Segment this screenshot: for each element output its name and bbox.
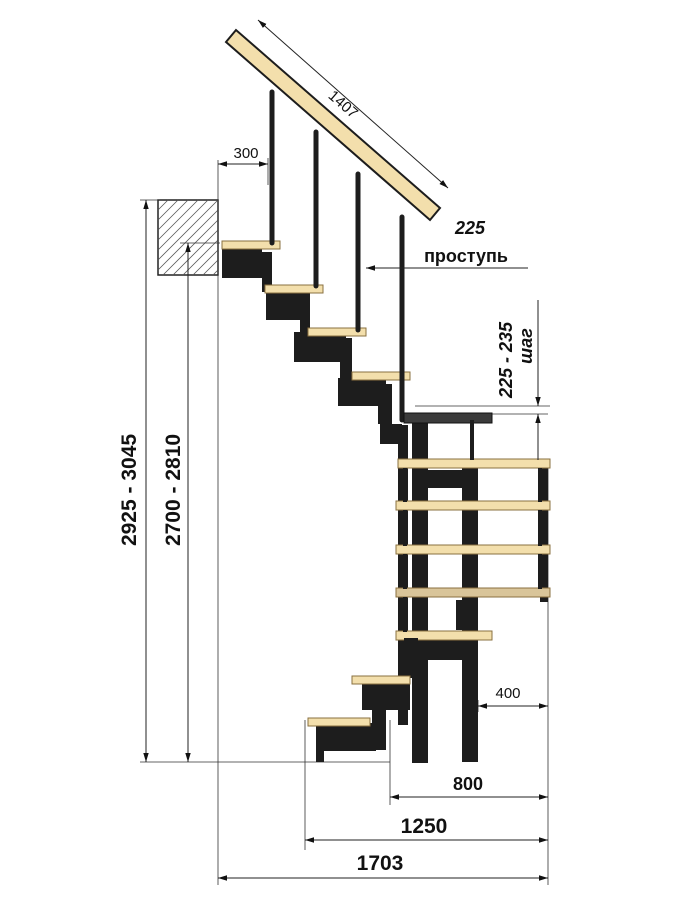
winder-balusters: [403, 420, 542, 632]
landing: [403, 412, 493, 424]
top-offset-label: 300: [233, 145, 258, 162]
tread: [307, 717, 371, 727]
hatch-line: [157, 199, 179, 221]
hatch-line: [157, 209, 219, 271]
total-height-floor-label: 2925 - 3045: [118, 434, 141, 546]
hatch-line: [157, 199, 219, 261]
dimension-labels: 1407 300 225 проступь 225 - 235 шаг 2925…: [118, 87, 536, 875]
tread-depth-value: 225: [454, 218, 486, 238]
width-1250-label: 1250: [401, 815, 448, 838]
upper-flight-treads: [221, 240, 411, 381]
tread: [395, 544, 551, 555]
hatch-line: [157, 199, 199, 241]
hatch-line: [157, 199, 209, 251]
lower-flight-treads: [307, 675, 411, 727]
tread: [351, 371, 411, 381]
hatch-line: [202, 259, 219, 276]
tread: [351, 675, 411, 685]
tread: [395, 500, 551, 511]
tread: [395, 630, 493, 641]
platform-offset-label: 400: [495, 685, 520, 702]
dimension-lines: [143, 19, 548, 881]
handrail: [224, 28, 442, 222]
step-height-value: 225 - 235: [496, 321, 516, 399]
tread: [264, 284, 324, 294]
hatch-line: [157, 199, 189, 231]
tread-depth-label: проступь: [424, 246, 508, 266]
width-1703-label: 1703: [357, 852, 404, 875]
width-800-label: 800: [453, 774, 483, 794]
lower-flight-stringer: [316, 638, 418, 762]
tread: [307, 327, 367, 337]
step-height-label: шаг: [516, 328, 536, 364]
tread: [395, 587, 551, 598]
hatch-line: [212, 269, 219, 276]
total-height-opening-label: 2700 - 2810: [162, 434, 185, 546]
upper-balusters: [269, 89, 405, 423]
upper-flight-stringer: [222, 248, 402, 444]
tread: [221, 240, 281, 250]
hatch-line: [172, 229, 219, 276]
hatch-line: [157, 199, 169, 211]
hatch-line: [192, 249, 219, 276]
tread: [397, 458, 551, 469]
